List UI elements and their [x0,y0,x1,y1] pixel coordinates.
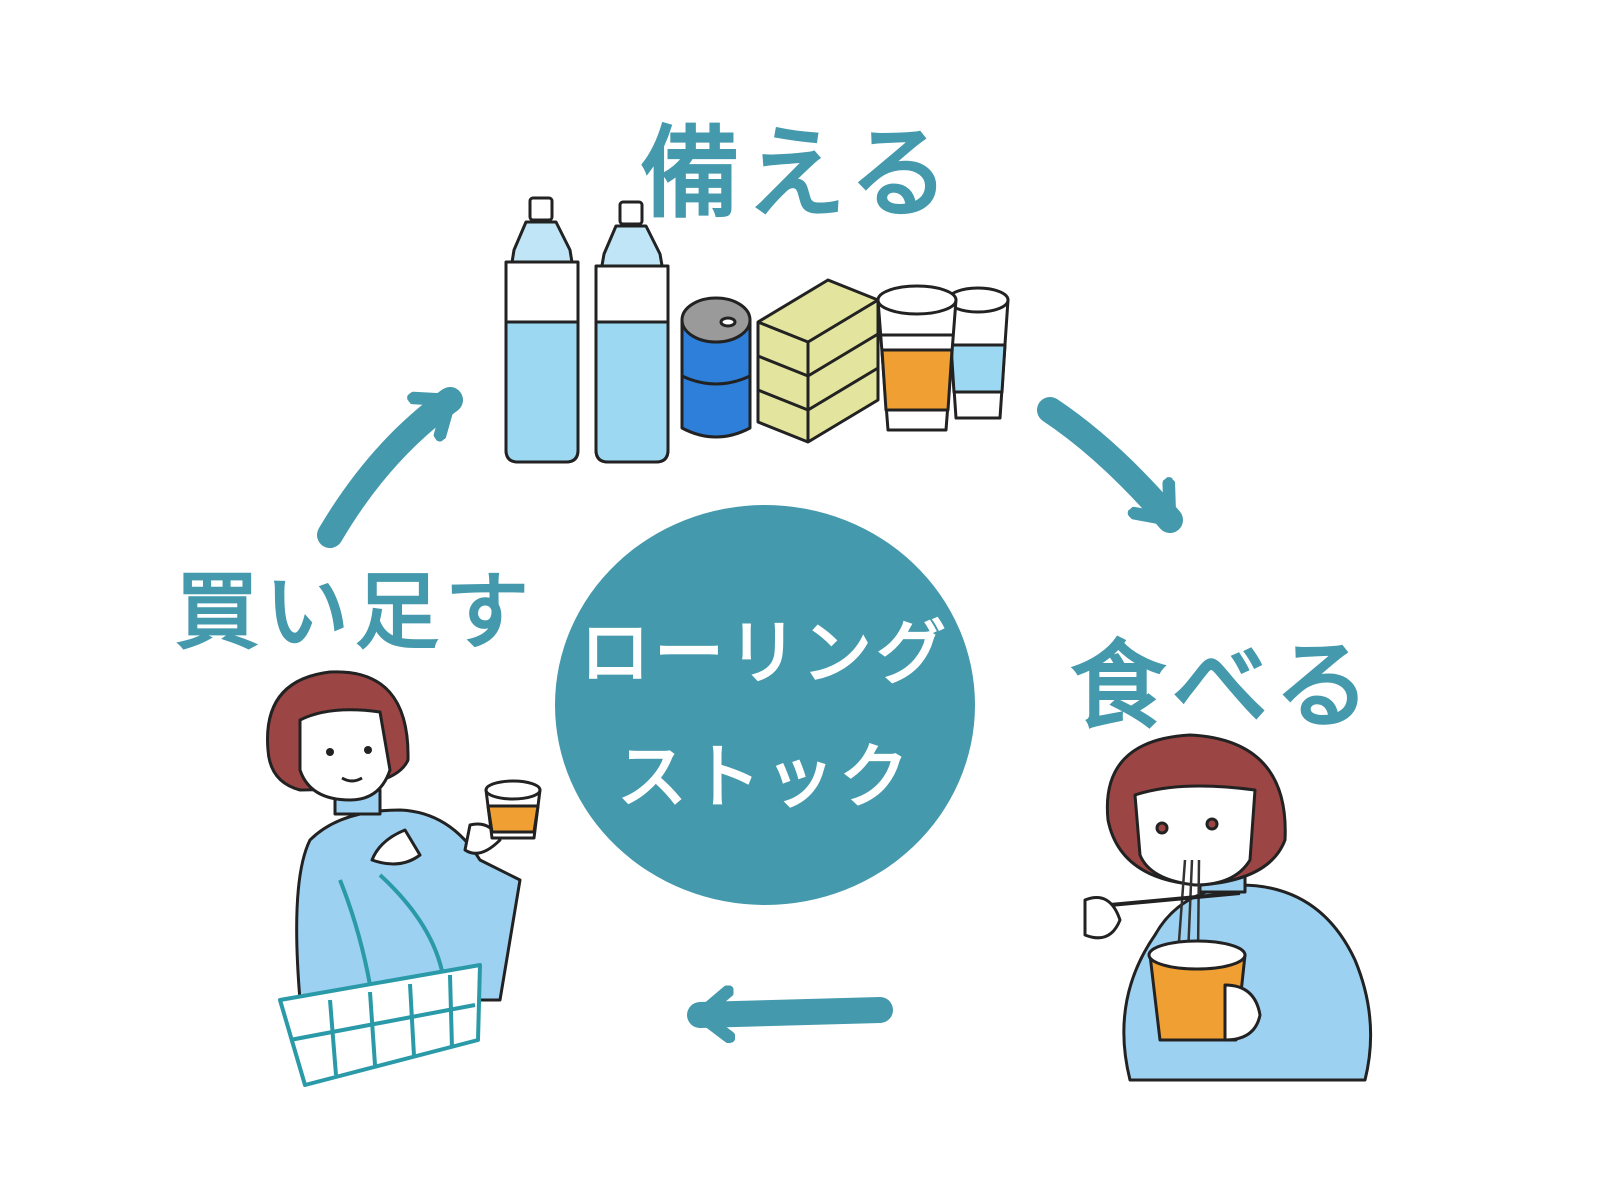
canned-food-icon [682,298,750,437]
shopping-person-illustration [268,672,540,1085]
cup-icon [486,781,540,838]
water-bottle-icon [506,198,578,462]
center-circle: ローリング ストック [555,505,975,905]
step-label-eat: 食べる [1070,608,1376,747]
arrow-to-eat [1050,410,1170,520]
eating-person-illustration [1085,735,1371,1080]
arrow-icon [330,400,450,535]
center-title-line-1: ローリング [555,597,975,698]
food-box-icon [758,280,878,442]
center-title-line-2: ストック [555,721,975,822]
cup-icon [948,288,1008,418]
cup-icon [878,286,956,430]
stockpile-illustration [506,198,1008,462]
step-label-prepare: 備える [640,92,955,237]
arrow-icon [700,1010,880,1015]
arrow-to-prepare [330,400,450,535]
arrow-icon [1050,410,1170,520]
step-label-buy-more: 買い足す [175,545,535,666]
water-bottle-icon [596,202,668,462]
arrow-to-buy [700,1010,880,1015]
